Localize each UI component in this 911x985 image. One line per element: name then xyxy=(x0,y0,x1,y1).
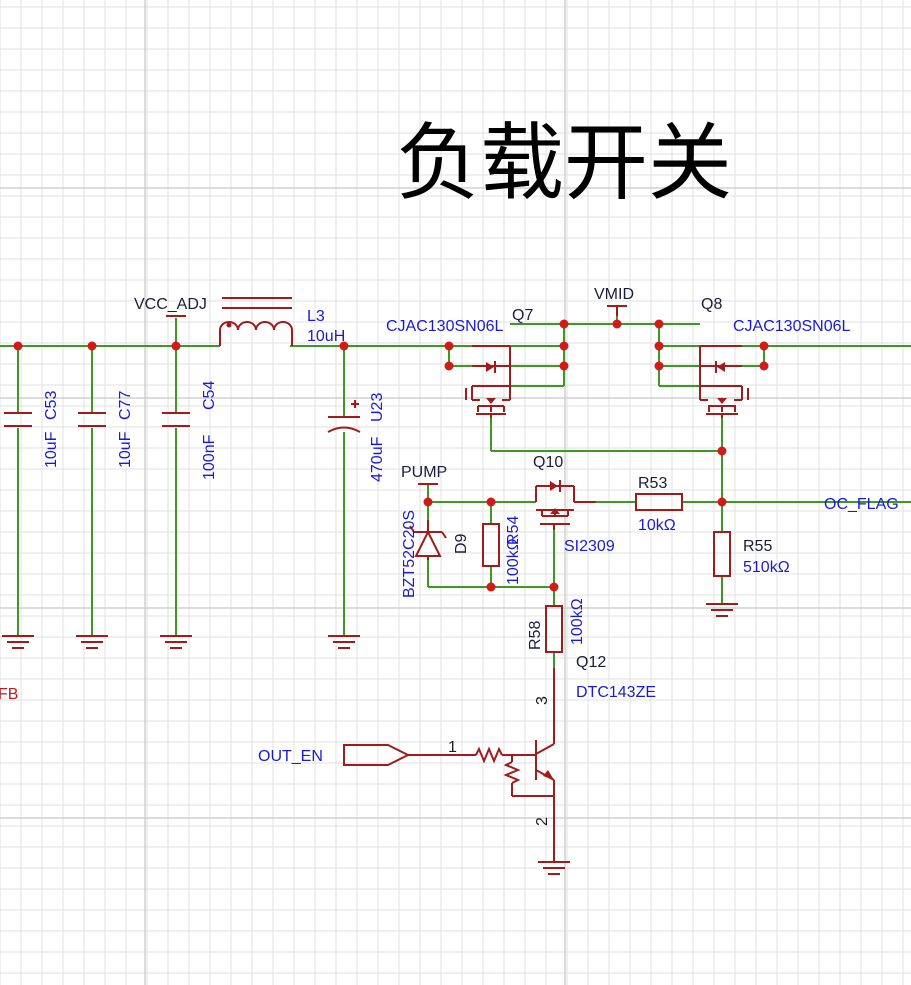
mosfet-q8-symbol[interactable] xyxy=(699,345,749,418)
q7-value: CJAC130SN06L xyxy=(386,318,504,335)
vmid-label: VMID xyxy=(594,286,634,303)
u23-value: 470uF xyxy=(369,436,386,482)
c53-ref: C53 xyxy=(43,391,60,420)
junction-dot xyxy=(559,319,569,329)
junction-dot xyxy=(654,341,664,351)
q7-ref: Q7 xyxy=(512,307,533,324)
u23-ref: U23 xyxy=(369,393,386,422)
r53-ref: R53 xyxy=(638,475,667,492)
d9-ref: D9 xyxy=(453,533,470,554)
transistor-q12-symbol[interactable] xyxy=(408,668,555,862)
junction-dot xyxy=(559,361,569,371)
junction-dot xyxy=(339,341,349,351)
ground-icon xyxy=(538,861,570,875)
junction-dot xyxy=(87,341,97,351)
q12-pin-base: 1 xyxy=(448,739,457,756)
resistor-r58-symbol[interactable] xyxy=(545,605,563,653)
junction-dot xyxy=(759,341,769,351)
junction-dot xyxy=(423,497,433,507)
q10-value: SI2309 xyxy=(564,538,615,555)
out-en-port[interactable] xyxy=(343,744,411,766)
r58-ref: R58 xyxy=(527,621,544,650)
ground-icon xyxy=(160,635,192,649)
vmid-flag xyxy=(607,305,627,316)
l3-ref: L3 xyxy=(307,308,325,325)
junction-dot xyxy=(444,361,454,371)
junction-dot xyxy=(444,341,454,351)
r53-value: 10kΩ xyxy=(638,517,676,534)
capacitor-c53-symbol[interactable] xyxy=(4,412,32,427)
q12-pin-collector: 3 xyxy=(534,696,551,705)
r55-ref: R55 xyxy=(743,538,772,555)
zener-d9-symbol[interactable] xyxy=(409,520,447,560)
component-symbols xyxy=(4,297,749,862)
c77-value: 10uF xyxy=(117,431,134,468)
q10-ref: Q10 xyxy=(533,454,563,471)
r58-value: 100kΩ xyxy=(569,598,586,645)
r55-value: 510kΩ xyxy=(743,559,790,576)
q8-value: CJAC130SN06L xyxy=(733,318,851,335)
c54-value: 100nF xyxy=(201,434,218,480)
wires xyxy=(0,316,911,668)
c54-ref: C54 xyxy=(201,381,218,410)
vcc-adj-label: VCC_ADJ xyxy=(134,296,207,313)
q8-ref: Q8 xyxy=(701,296,722,313)
out-en-label: OUT_EN xyxy=(258,748,323,765)
junction-dot xyxy=(549,582,559,592)
oc-flag-label: OC_FLAG xyxy=(824,496,899,513)
junction-dot xyxy=(654,361,664,371)
junction-dot xyxy=(486,582,496,592)
r54-ref: R54 xyxy=(505,516,522,545)
junction-dot xyxy=(717,446,727,456)
labels: VCC_ADJ VMID PUMP OC_FLAG OUT_EN FB C53 … xyxy=(0,286,899,826)
q12-ref: Q12 xyxy=(576,654,606,671)
junction-dot xyxy=(13,341,23,351)
ground-symbols xyxy=(2,603,738,875)
capacitor-c77-symbol[interactable] xyxy=(78,412,106,427)
l3-value: 10uH xyxy=(307,328,345,345)
capacitor-u23-symbol[interactable] xyxy=(327,400,361,433)
ground-icon xyxy=(706,603,738,617)
ground-icon xyxy=(76,635,108,649)
junction-dot xyxy=(717,497,727,507)
pump-label: PUMP xyxy=(401,464,447,481)
d9-value: BZT52C20S xyxy=(401,510,418,598)
fb-partial-label: FB xyxy=(0,686,18,703)
junction-dots xyxy=(13,319,769,592)
resistor-r54-symbol[interactable] xyxy=(482,523,500,567)
resistor-r53-symbol[interactable] xyxy=(635,493,683,511)
resistor-r55-symbol[interactable] xyxy=(713,531,731,577)
q12-pin-emitter: 2 xyxy=(534,817,551,826)
mosfet-q10-symbol[interactable] xyxy=(535,480,596,530)
capacitor-c54-symbol[interactable] xyxy=(162,412,190,427)
mosfet-q7-symbol[interactable] xyxy=(465,345,511,418)
junction-dot xyxy=(171,341,181,351)
r54-value: 100kΩ xyxy=(505,538,522,585)
c53-value: 10uF xyxy=(43,431,60,468)
junction-dot xyxy=(759,361,769,371)
inductor-l3-symbol[interactable] xyxy=(219,297,293,346)
junction-dot xyxy=(654,319,664,329)
q12-value: DTC143ZE xyxy=(576,684,656,701)
junction-dot xyxy=(559,341,569,351)
ground-icon xyxy=(328,635,360,649)
ground-icon xyxy=(2,635,34,649)
junction-dot xyxy=(612,319,622,329)
c77-ref: C77 xyxy=(117,391,134,420)
sheet-title: 负载开关 xyxy=(396,114,732,212)
junction-dot xyxy=(486,497,496,507)
